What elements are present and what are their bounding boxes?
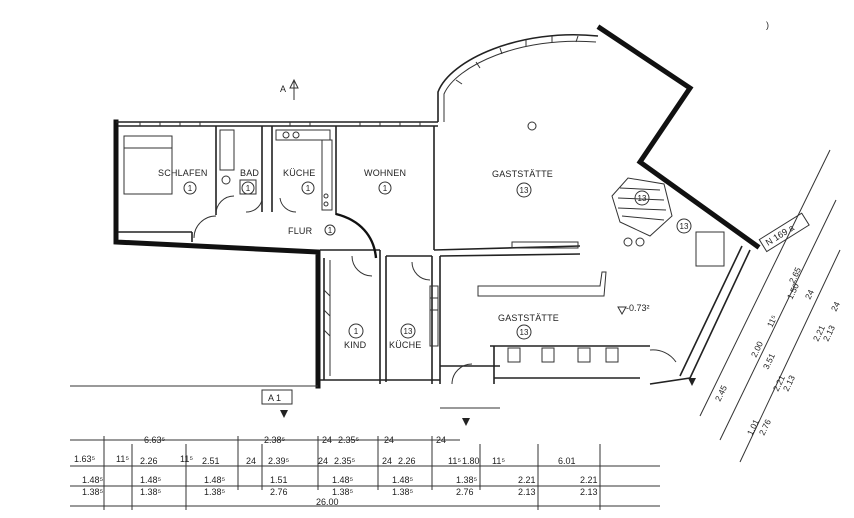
- svg-text:1.38⁵: 1.38⁵: [140, 487, 162, 497]
- thick-outline-walls: [113, 24, 761, 389]
- svg-text:1.38⁵: 1.38⁵: [456, 475, 478, 485]
- svg-text:1.48⁵: 1.48⁵: [140, 475, 162, 485]
- svg-text:2.26: 2.26: [140, 456, 158, 466]
- svg-text:11⁵: 11⁵: [180, 454, 193, 464]
- svg-text:6.63⁵: 6.63⁵: [144, 435, 166, 445]
- door-swings: [193, 195, 677, 385]
- svg-text:24: 24: [322, 435, 332, 445]
- svg-text:24: 24: [384, 435, 394, 445]
- room-num-schlafen: 1: [188, 184, 193, 193]
- room-label-flur: FLUR: [288, 226, 313, 236]
- svg-text:2.35⁵: 2.35⁵: [334, 456, 356, 466]
- svg-text:1.48⁵: 1.48⁵: [204, 475, 226, 485]
- svg-text:2.21: 2.21: [518, 475, 536, 485]
- svg-text:2.51: 2.51: [202, 456, 220, 466]
- fixtures: [123, 121, 725, 380]
- room-num-kueche-13: 13: [404, 327, 413, 336]
- svg-text:2.76: 2.76: [270, 487, 288, 497]
- svg-text:24: 24: [318, 456, 328, 466]
- svg-text:2.00: 2.00: [749, 339, 765, 358]
- svg-text:1.50: 1.50: [785, 281, 801, 300]
- svg-text:2.39⁵: 2.39⁵: [268, 456, 290, 466]
- svg-text:11⁵: 11⁵: [765, 313, 779, 328]
- room-num-wohnen: 1: [383, 184, 388, 193]
- svg-text:2.76: 2.76: [456, 487, 474, 497]
- svg-text:3.51: 3.51: [761, 351, 777, 370]
- svg-text:24: 24: [803, 288, 816, 301]
- svg-text:1.63⁵: 1.63⁵: [74, 454, 96, 464]
- room-label-bad: BAD: [240, 168, 259, 178]
- north-label: N 169 a: [758, 212, 810, 253]
- room-number-markers: 1 1 1 1 13 1 1 13 13 13 13: [183, 181, 692, 340]
- svg-text:1.38⁵: 1.38⁵: [204, 487, 226, 497]
- dimension-text-bottom: 6.63⁵ 2.38⁵ 24 2.35⁵ 24 24 1.63⁵ 11⁵ 2.2…: [74, 435, 598, 507]
- svg-text:2.13: 2.13: [518, 487, 536, 497]
- main-walls: [116, 34, 751, 385]
- section-label-top: A: [280, 84, 286, 94]
- room-num-gaststaette-2: 13: [520, 328, 529, 337]
- dimension-lines-bottom: [70, 436, 660, 510]
- svg-text:2.38⁵: 2.38⁵: [264, 435, 286, 445]
- room-num-bad: 1: [246, 184, 251, 193]
- level-mark: -0.73²: [617, 303, 650, 316]
- svg-text:6.01: 6.01: [558, 456, 576, 466]
- svg-text:1.38⁵: 1.38⁵: [82, 487, 104, 497]
- room-label-wohnen: WOHNEN: [364, 168, 406, 178]
- svg-text:1.38⁵: 1.38⁵: [332, 487, 354, 497]
- room-num-gaststaette: 13: [520, 186, 529, 195]
- dimension-text-right: 2.65 1.50 24 2.21 2.13 3.51 2.00 11⁵ 2.4…: [713, 265, 842, 436]
- svg-text:24: 24: [246, 456, 256, 466]
- room-label-kueche-13: KÜCHE: [389, 340, 422, 350]
- level-value: -0.73²: [626, 303, 650, 313]
- room-num-flur: 1: [328, 226, 333, 235]
- room-labels: SCHLAFEN BAD KÜCHE WOHNEN GASTSTÄTTE FLU…: [158, 168, 559, 350]
- svg-text:1.38⁵: 1.38⁵: [392, 487, 414, 497]
- svg-text:): ): [766, 20, 769, 30]
- svg-text:2.13: 2.13: [580, 487, 598, 497]
- svg-text:1.48⁵: 1.48⁵: [392, 475, 414, 485]
- svg-text:2.21: 2.21: [580, 475, 598, 485]
- svg-text:2.45: 2.45: [713, 383, 729, 402]
- room-label-kind: KIND: [344, 340, 367, 350]
- room-num-wc: 13: [680, 222, 689, 231]
- room-label-schlafen: SCHLAFEN: [158, 168, 208, 178]
- svg-text:1.48⁵: 1.48⁵: [332, 475, 354, 485]
- svg-text:1.51: 1.51: [270, 475, 288, 485]
- svg-text:2.35⁵: 2.35⁵: [338, 435, 360, 445]
- section-label: A 1: [268, 393, 281, 403]
- svg-text:2.65: 2.65: [787, 265, 803, 284]
- section-markers: A 1 A ): [70, 20, 769, 426]
- room-num-kueche: 1: [306, 184, 311, 193]
- room-num-stair: 13: [638, 194, 647, 203]
- svg-text:24: 24: [436, 435, 446, 445]
- room-label-kueche: KÜCHE: [283, 168, 316, 178]
- svg-text:24: 24: [829, 300, 842, 313]
- svg-text:11⁵: 11⁵: [448, 456, 461, 466]
- room-label-gaststaette-2: GASTSTÄTTE: [498, 313, 559, 323]
- svg-text:24: 24: [382, 456, 392, 466]
- svg-text:11⁵: 11⁵: [492, 456, 505, 466]
- svg-text:11⁵: 11⁵: [116, 454, 129, 464]
- svg-text:1.80: 1.80: [462, 456, 480, 466]
- room-label-gaststaette: GASTSTÄTTE: [492, 169, 553, 179]
- total-width: 26.00: [316, 497, 339, 507]
- room-num-kind: 1: [354, 327, 359, 336]
- svg-text:2.26: 2.26: [398, 456, 416, 466]
- svg-text:1.48⁵: 1.48⁵: [82, 475, 104, 485]
- window-marks: [139, 35, 579, 126]
- dimension-lines-right: [699, 149, 841, 463]
